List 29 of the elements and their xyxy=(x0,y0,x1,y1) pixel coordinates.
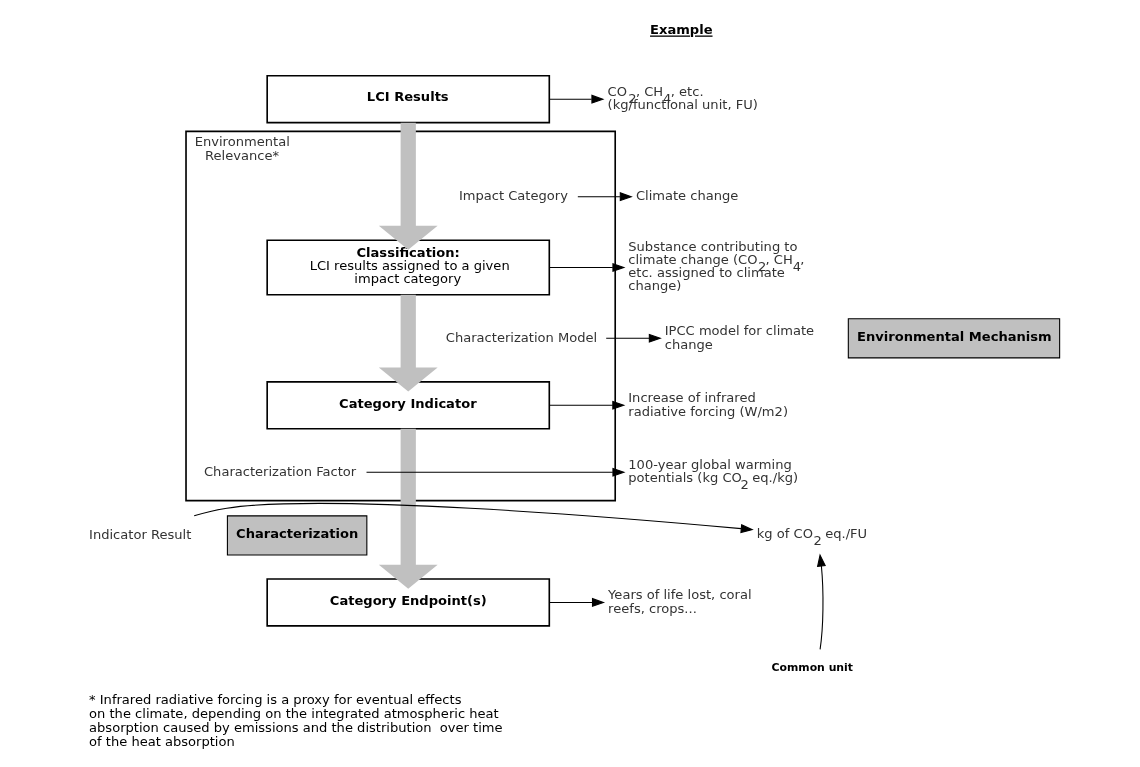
arrow xyxy=(365,467,626,477)
label: Characterization xyxy=(236,525,359,541)
arrow xyxy=(549,597,606,608)
arrow xyxy=(378,428,438,589)
arrow xyxy=(548,262,626,273)
arrow xyxy=(378,294,438,392)
node-text: Characterization Factor xyxy=(203,463,357,479)
arrow xyxy=(549,400,626,410)
label: Environmental Mechanism xyxy=(857,328,1052,344)
node-box: Category Indicator xyxy=(266,381,551,430)
arrow xyxy=(549,94,605,104)
node-text: Characterization Model xyxy=(445,329,598,345)
node-text: Indicator Result xyxy=(89,526,192,542)
node-text: Common unit xyxy=(771,661,854,675)
arrow xyxy=(577,192,633,202)
caption: * Infrared radiative forcing is a proxy for eventual effects on the climate, depending on the integrated atmospheric heat absorption caused by emissions and the distribution over time of the heat absorption xyxy=(89,691,503,750)
node-text: IPCC model for climate change xyxy=(664,322,815,352)
arrow xyxy=(378,122,438,250)
arrow xyxy=(605,333,662,343)
node-text: Years of life lost, coral reefs, crops... xyxy=(608,586,752,616)
arrow xyxy=(193,502,754,534)
node-box: LCI Results xyxy=(266,74,551,124)
node-box: Category Endpoint(s) xyxy=(266,578,551,627)
node-text: Increase of infrared radiative forcing (W/m2) xyxy=(628,389,789,419)
node-text: Impact Category xyxy=(458,188,568,204)
label: Example xyxy=(650,22,713,38)
node-box: Classification: LCI results assigned to a given impact category xyxy=(266,239,551,296)
arrow xyxy=(816,553,826,650)
node-text: Climate change xyxy=(635,188,739,204)
